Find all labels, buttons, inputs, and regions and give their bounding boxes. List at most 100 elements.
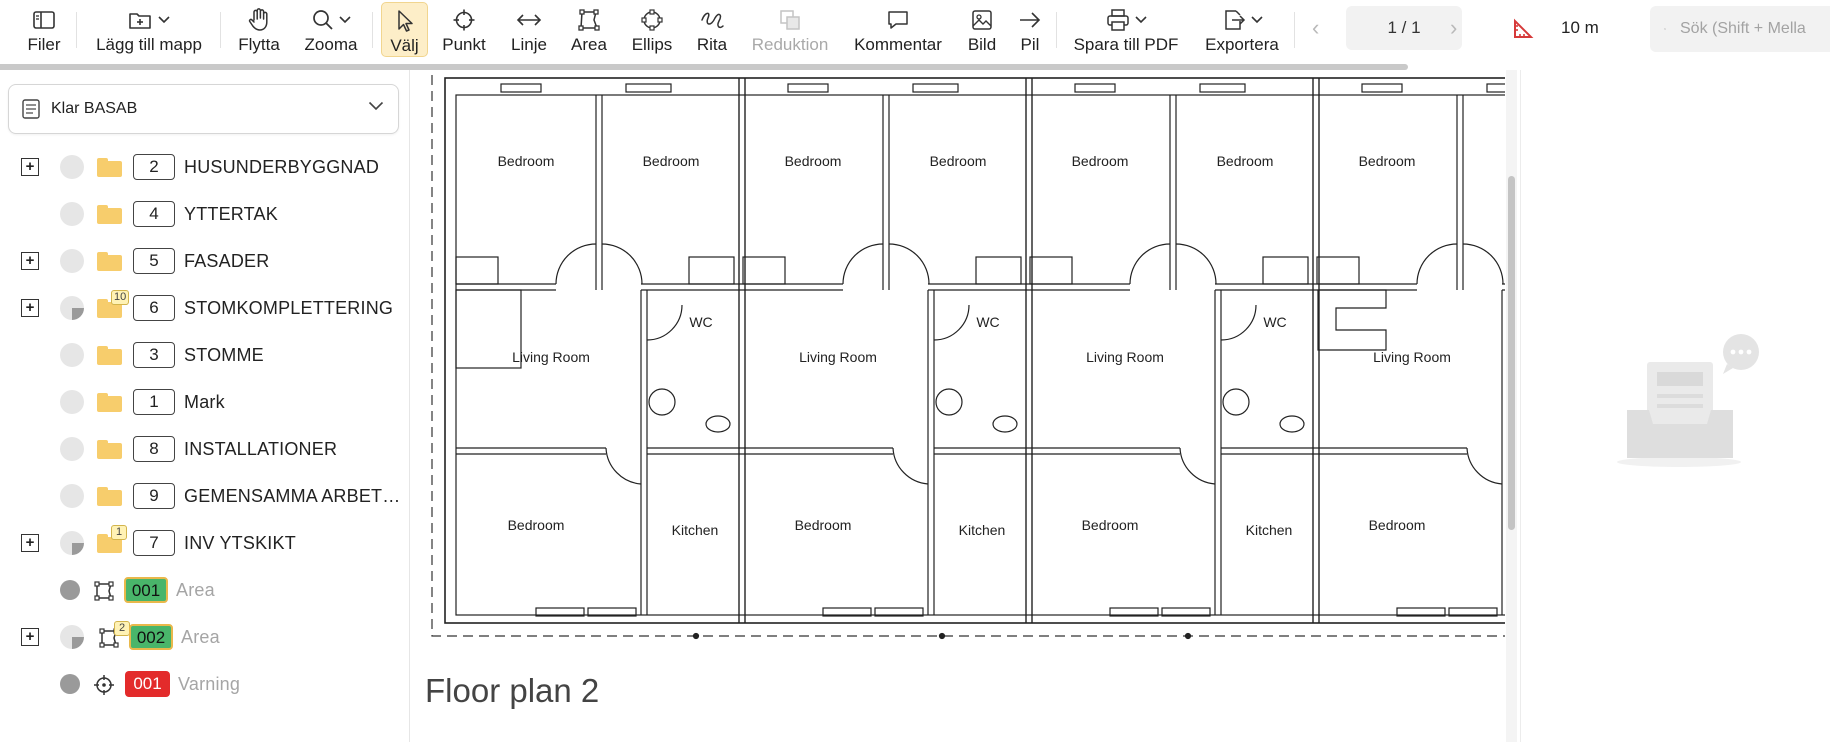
next-page-button[interactable]: ›	[1450, 15, 1458, 40]
expand-toggle[interactable]: +	[21, 158, 39, 176]
folder-icon	[97, 393, 122, 412]
wardrobe	[688, 256, 735, 285]
status-indicator[interactable]	[60, 437, 84, 461]
move-button[interactable]: Flytta	[232, 0, 286, 58]
cursor-arrow-icon	[397, 10, 413, 32]
status-indicator[interactable]	[60, 580, 80, 600]
select-button[interactable]: Välj	[381, 2, 428, 57]
image-button[interactable]: Bild	[962, 0, 1002, 58]
shower-drain	[648, 388, 676, 416]
status-indicator[interactable]	[60, 390, 84, 414]
status-indicator[interactable]	[60, 249, 84, 273]
draw-label: Rita	[696, 35, 728, 54]
double-arrow-icon	[516, 14, 542, 26]
page-indicator[interactable]: 1 / 1	[1346, 6, 1462, 50]
prev-page-button[interactable]: ‹	[1312, 15, 1320, 40]
zoom-button[interactable]: Zooma	[300, 0, 362, 58]
area-button[interactable]: Area	[564, 0, 614, 58]
status-indicator[interactable]	[60, 531, 84, 555]
folder-icon	[97, 346, 122, 365]
door-swing	[1220, 304, 1257, 341]
freehand-icon	[701, 12, 724, 29]
wardrobe	[1316, 256, 1360, 285]
tree-row-mark[interactable]: 1 Mark	[0, 382, 410, 422]
line-button[interactable]: Linje	[504, 0, 554, 58]
window	[1486, 83, 1505, 93]
tree-row-yttertak[interactable]: 4 YTTERTAK	[0, 194, 410, 234]
bedroom-label: Bedroom	[1072, 153, 1129, 169]
toolbar-divider	[220, 12, 221, 48]
chevron-down-icon	[1251, 16, 1263, 24]
status-indicator[interactable]	[60, 484, 84, 508]
point-button[interactable]: Punkt	[438, 0, 490, 58]
tree-row-husunderbyggnad[interactable]: + 2 HUSUNDERBYGGNAD	[0, 147, 410, 187]
status-indicator[interactable]	[60, 343, 84, 367]
canvas-scrollbar-thumb[interactable]	[1508, 176, 1515, 530]
files-button[interactable]: Filer	[20, 0, 68, 58]
expand-toggle[interactable]: +	[21, 534, 39, 552]
status-indicator[interactable]	[60, 202, 84, 226]
folder-number: 7	[133, 530, 175, 556]
window	[1074, 83, 1116, 93]
wc-label: WC	[1263, 314, 1286, 330]
wardrobe	[455, 256, 499, 285]
status-indicator[interactable]	[60, 674, 80, 694]
comment-button[interactable]: Kommentar	[850, 0, 946, 58]
chevron-down-icon	[339, 16, 351, 24]
status-indicator[interactable]	[60, 155, 84, 179]
printer-icon	[1107, 9, 1129, 31]
image-icon	[972, 10, 992, 30]
status-indicator[interactable]	[60, 625, 84, 649]
add-folder-button[interactable]: Lägg till mapp	[90, 0, 208, 58]
wardrobe	[975, 256, 1022, 285]
door-swing	[1462, 243, 1504, 285]
empty-inbox-icon	[1617, 334, 1759, 467]
expand-toggle[interactable]: +	[21, 252, 39, 270]
window	[874, 607, 924, 617]
scale-value[interactable]: 10 m	[1561, 18, 1599, 37]
project-dropdown[interactable]: Klar BASAB	[8, 84, 399, 134]
arrow-button[interactable]: Pil	[1014, 0, 1046, 58]
folder-label: HUSUNDERBYGGNAD	[184, 156, 380, 177]
bedroom-label: Bedroom	[508, 517, 565, 533]
reduction-button[interactable]: Reduktion	[746, 0, 834, 58]
search-input[interactable]	[1680, 20, 1830, 38]
polygon-icon	[578, 9, 600, 31]
window	[822, 607, 872, 617]
tree-row-warning-001[interactable]: 001 Varning	[0, 664, 410, 704]
ellipse-icon	[641, 9, 663, 31]
folder-label: Mark	[184, 391, 225, 412]
tree-row-installationer[interactable]: 8 INSTALLATIONER	[0, 429, 410, 469]
wc-label: WC	[689, 314, 712, 330]
scale-ruler-icon[interactable]	[1512, 18, 1534, 45]
stair-symbol	[1317, 289, 1387, 351]
ellipse-button[interactable]: Ellips	[622, 0, 682, 58]
point-label: Punkt	[442, 35, 486, 54]
tree-row-inv-ytskikt[interactable]: + 1 7 INV YTSKIKT	[0, 523, 410, 563]
warning-number: 001	[125, 671, 170, 697]
tree-row-fasader[interactable]: + 5 FASADER	[0, 241, 410, 281]
tree-row-stomkomplettering[interactable]: + 10 6 STOMKOMPLETTERING	[0, 288, 410, 328]
tree-row-gemensamma-arbeten[interactable]: 9 GEMENSAMMA ARBET…	[0, 476, 410, 516]
export-button[interactable]: Exportera	[1200, 0, 1284, 58]
folder-number: 9	[133, 483, 175, 509]
save-pdf-button[interactable]: Spara till PDF	[1068, 0, 1184, 58]
status-indicator[interactable]	[60, 296, 84, 320]
chevron-down-icon	[1135, 16, 1147, 24]
document-list-icon	[22, 99, 40, 119]
folder-icon	[97, 299, 122, 318]
window	[1396, 607, 1446, 617]
tree-row-area-001[interactable]: 001 Area	[0, 570, 410, 610]
bedroom-label: Bedroom	[643, 153, 700, 169]
files-label: Filer	[27, 35, 61, 54]
shower-drain	[935, 388, 963, 416]
draw-button[interactable]: Rita	[688, 0, 736, 58]
search-box[interactable]	[1650, 6, 1830, 52]
expand-toggle[interactable]: +	[21, 628, 39, 646]
tree-row-stomme[interactable]: 3 STOMME	[0, 335, 410, 375]
folder-label: STOMME	[184, 344, 264, 365]
tree-row-area-002[interactable]: + 2 002 Area	[0, 617, 410, 657]
expand-toggle[interactable]: +	[21, 299, 39, 317]
